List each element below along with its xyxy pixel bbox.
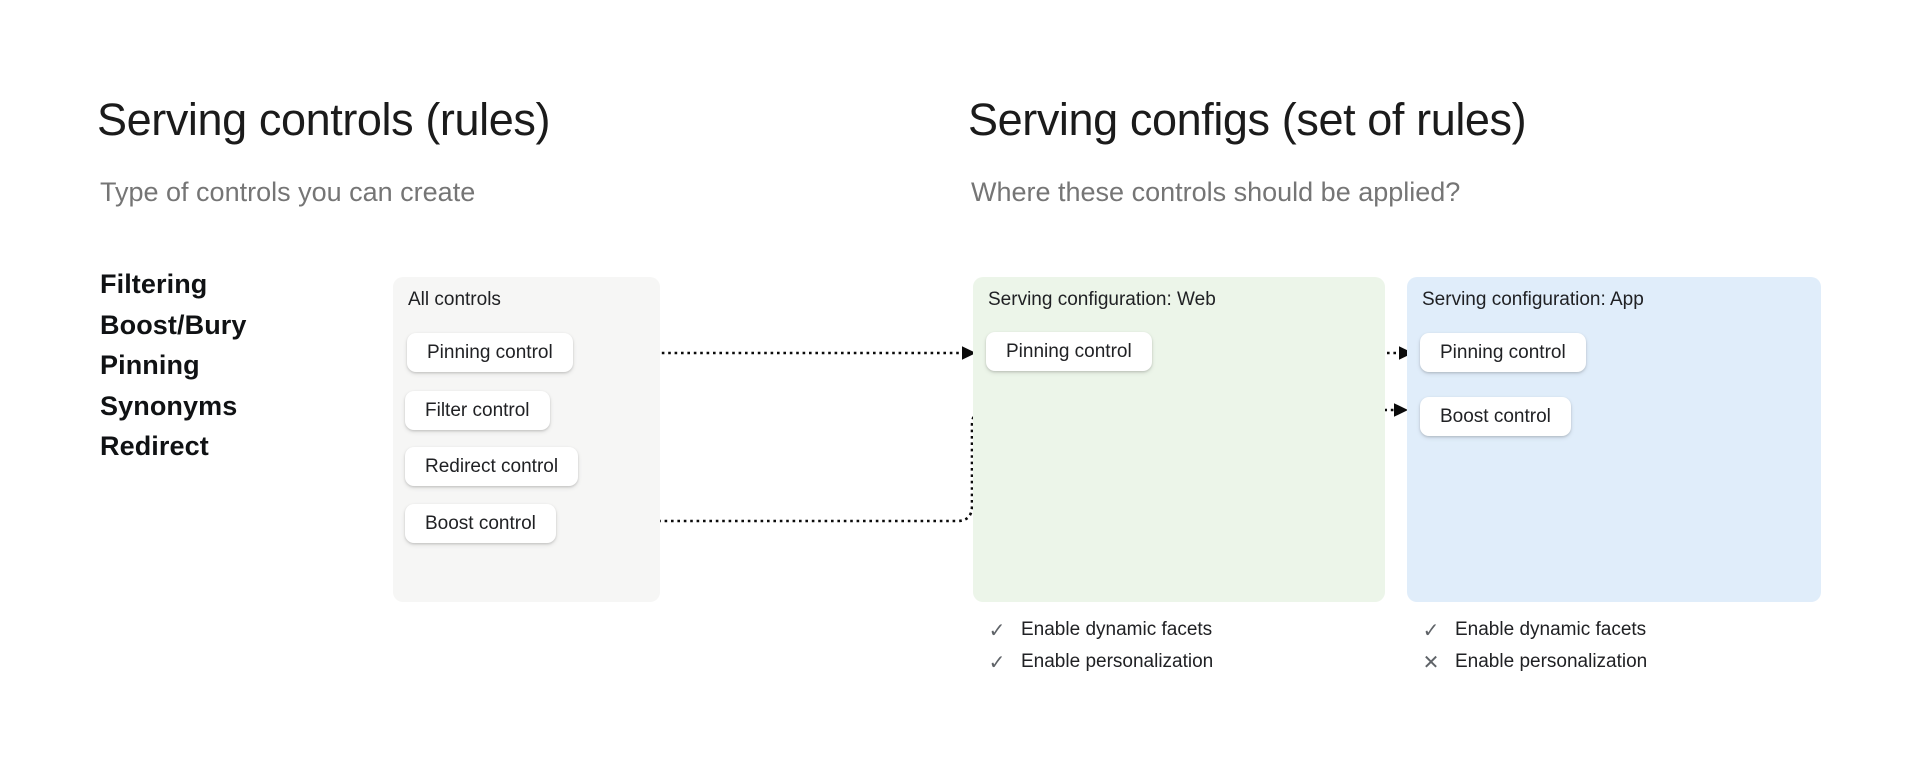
right-section-title: Serving configs (set of rules) xyxy=(968,94,1527,145)
feature-label: Enable personalization xyxy=(1455,651,1648,672)
feature-row: ✓ Enable dynamic facets xyxy=(1421,617,1647,643)
feature-label: Enable dynamic facets xyxy=(1021,619,1213,640)
app-config-card-title: Serving configuration: App xyxy=(1422,289,1644,310)
web-config-card: Serving configuration: Web Pinning contr… xyxy=(973,277,1385,602)
control-type-synonyms: Synonyms xyxy=(100,390,238,421)
cross-icon: ✕ xyxy=(1422,650,1440,674)
chip-filter-control[interactable]: Filter control xyxy=(405,391,550,430)
right-section-subtitle: Where these controls should be applied? xyxy=(971,177,1461,207)
check-icon: ✓ xyxy=(1422,618,1440,642)
feature-row: ✓ Enable personalization xyxy=(987,649,1214,675)
control-type-redirect: Redirect xyxy=(100,431,209,461)
check-icon: ✓ xyxy=(988,618,1006,642)
left-section-title: Serving controls (rules) xyxy=(97,94,551,145)
app-chip-boost-control[interactable]: Boost control xyxy=(1420,397,1571,436)
feature-label: Enable dynamic facets xyxy=(1455,619,1647,640)
control-type-boost-bury: Boost/Bury xyxy=(100,309,247,340)
check-icon: ✓ xyxy=(988,650,1006,674)
web-feature-list: ✓ Enable dynamic facets ✓ Enable persona… xyxy=(987,617,1214,675)
app-config-card: Serving configuration: App Pinning contr… xyxy=(1407,277,1821,602)
all-controls-card-title: All controls xyxy=(408,289,501,310)
web-chip-pinning-control[interactable]: Pinning control xyxy=(986,332,1152,371)
control-types-list: Filtering Boost/Bury Pinning Synonyms Re… xyxy=(100,264,247,467)
feature-label: Enable personalization xyxy=(1021,651,1214,672)
chip-redirect-control[interactable]: Redirect control xyxy=(405,447,579,486)
app-chip-pinning-control[interactable]: Pinning control xyxy=(1420,333,1586,372)
control-type-pinning: Pinning xyxy=(100,350,200,380)
control-type-filtering: Filtering xyxy=(100,269,208,299)
all-controls-card: All controls Pinning control Filter cont… xyxy=(393,277,660,602)
left-section-subtitle: Type of controls you can create xyxy=(100,177,476,207)
chip-boost-control[interactable]: Boost control xyxy=(405,504,556,543)
feature-row: ✕ Enable personalization xyxy=(1421,649,1648,675)
feature-row: ✓ Enable dynamic facets xyxy=(987,617,1213,643)
chip-pinning-control[interactable]: Pinning control xyxy=(407,333,573,372)
web-config-card-title: Serving configuration: Web xyxy=(988,289,1216,310)
app-feature-list: ✓ Enable dynamic facets ✕ Enable persona… xyxy=(1421,617,1648,675)
